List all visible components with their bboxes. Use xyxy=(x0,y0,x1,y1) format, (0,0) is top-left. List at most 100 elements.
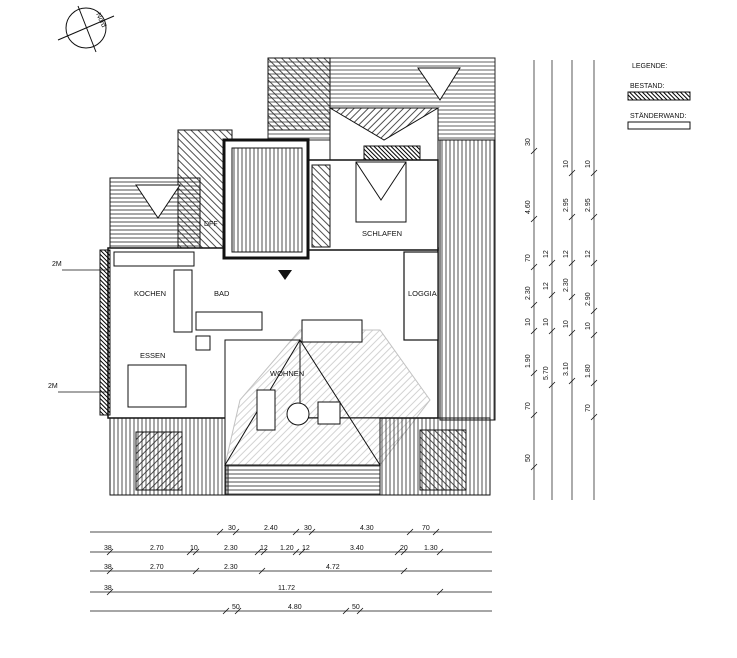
dim-tick-r5-0 xyxy=(222,607,230,615)
legend-staenderwand-label: STÄNDERWAND: xyxy=(630,112,686,120)
dim-label-c2-2: 10 xyxy=(543,318,550,326)
dim-tick-c4-5 xyxy=(590,379,598,387)
dim-label-c2-3: 5.70 xyxy=(543,366,550,380)
dim-tick-c4-6 xyxy=(590,413,598,421)
legend-bestand-label: BESTAND: xyxy=(630,83,665,90)
roof-dormer-ridge xyxy=(328,107,440,141)
dim-label-c3-3: 2.30 xyxy=(563,278,570,292)
dim-tick-r5-3 xyxy=(356,607,364,615)
dim-label-c1-5: 1.90 xyxy=(525,354,532,368)
dim-tick-r4-1 xyxy=(436,588,444,596)
dim-label-c4-5: 1.80 xyxy=(585,364,592,378)
dim-label-r5-0: 50 xyxy=(232,604,240,611)
dim-label-c2-0: 12 xyxy=(543,250,550,258)
dim-label-c4-4: 10 xyxy=(585,322,592,330)
kitchen-counter-right xyxy=(173,269,193,333)
dim-tick-r2-4 xyxy=(260,548,268,556)
dim-label-r5-1: 4.80 xyxy=(288,604,302,611)
legend: LEGENDE: BESTAND: STÄNDERWAND: xyxy=(627,63,691,130)
dim-tick-r1-0 xyxy=(216,528,224,536)
dims-right: 304.60702.30101.9070501212105.70102.9512… xyxy=(525,60,598,500)
bed-lines xyxy=(355,161,407,201)
dim-tick-r2-7 xyxy=(394,548,402,556)
room-label-schlafen: SCHLAFEN xyxy=(362,229,402,238)
chimney xyxy=(363,145,421,161)
dim-label-r3-1: 2.70 xyxy=(150,564,164,571)
dim-tick-c3-1 xyxy=(568,213,576,221)
dim-tick-r5-2 xyxy=(342,607,350,615)
dim-label-r2-0: 38 xyxy=(104,545,112,552)
roof-right xyxy=(439,139,496,421)
room-label-bad: BAD xyxy=(214,289,230,298)
dim-label-c4-0: 10 xyxy=(585,160,592,168)
bathtub xyxy=(195,311,263,331)
dim-tick-c2-2 xyxy=(548,327,556,335)
wardrobe xyxy=(311,164,331,248)
dim-tick-c2-0 xyxy=(548,259,556,267)
room-labels: SCHLAFEN LOGGIA KOCHEN BAD ESSEN WOHNEN … xyxy=(48,221,437,393)
dim-tick-c1-1 xyxy=(530,215,538,223)
dining-table xyxy=(127,364,187,408)
dim-label-r4-1: 11.72 xyxy=(278,585,295,592)
dim-tick-r2-8 xyxy=(400,548,408,556)
room-label-loggia: LOGGIA xyxy=(408,289,437,298)
roof-bottom-right-dormer xyxy=(419,429,467,491)
dim-tick-c3-4 xyxy=(568,329,576,337)
dim-label-c1-0: 30 xyxy=(525,138,532,146)
kitchen-counter-top xyxy=(113,251,195,267)
dim-label-r2-5: 1.20 xyxy=(280,545,294,552)
dim-label-r2-9: 1.30 xyxy=(424,545,438,552)
dim-label-c1-4: 10 xyxy=(525,318,532,326)
dim-tick-r2-3 xyxy=(254,548,262,556)
dim-tick-r1-3 xyxy=(308,528,316,536)
dim-label-c1-1: 4.60 xyxy=(525,200,532,214)
loggia xyxy=(403,251,439,341)
dim-tick-r1-1 xyxy=(232,528,240,536)
dim-label-r2-6: 12 xyxy=(302,545,310,552)
room-label-dfi: DFF xyxy=(204,221,218,228)
wohnen-table xyxy=(286,402,310,426)
room-label-kochen: KOCHEN xyxy=(134,289,166,298)
dim-label-r2-3: 2.30 xyxy=(224,545,238,552)
dim-tick-r3-0 xyxy=(106,567,114,575)
dim-tick-c1-3 xyxy=(530,301,538,309)
legend-staenderwand-swatch xyxy=(627,121,691,130)
dim-tick-c1-7 xyxy=(530,463,538,471)
dim-tick-r4-0 xyxy=(106,588,114,596)
roof-bottom xyxy=(224,464,381,496)
dim-tick-c3-5 xyxy=(568,377,576,385)
building xyxy=(99,57,496,496)
dim-tick-c3-3 xyxy=(568,293,576,301)
dim-label-c1-6: 70 xyxy=(525,402,532,410)
dim-tick-c1-0 xyxy=(530,147,538,155)
dim-label-c4-6: 70 xyxy=(585,404,592,412)
dim-label-r1-4: 70 xyxy=(422,525,430,532)
stair-arrow xyxy=(278,270,292,280)
dim-label-c4-3: 2.90 xyxy=(585,292,592,306)
dim-tick-c4-3 xyxy=(590,307,598,315)
room-label-essen: ESSEN xyxy=(140,351,165,360)
roof-hip-top-right xyxy=(417,67,461,101)
compass-label: Nord xyxy=(94,12,107,29)
dim-tick-c3-2 xyxy=(568,259,576,267)
dim-tick-r2-9 xyxy=(436,548,444,556)
dim-tick-c1-2 xyxy=(530,263,538,271)
wall-existing-left xyxy=(99,249,111,416)
dim-tick-c2-3 xyxy=(548,381,556,389)
dim-tick-r2-0 xyxy=(106,548,114,556)
compass: Nord xyxy=(57,5,115,53)
dim-tick-r2-2 xyxy=(192,548,200,556)
dim-tick-c4-2 xyxy=(590,259,598,267)
roof-dormer-left xyxy=(135,184,181,219)
dim-label-r5-2: 50 xyxy=(352,604,360,611)
dim-tick-r2-1 xyxy=(186,548,194,556)
dim-tick-c1-5 xyxy=(530,369,538,377)
room-label-wohnen: WOHNEN xyxy=(270,369,304,378)
sideboard xyxy=(301,319,363,343)
dim-label-c1-2: 70 xyxy=(525,254,532,262)
dim-label-r3-2: 2.30 xyxy=(224,564,238,571)
marker-2m-bottom: 2M xyxy=(48,383,58,390)
dim-label-c4-1: 2.95 xyxy=(585,198,592,212)
